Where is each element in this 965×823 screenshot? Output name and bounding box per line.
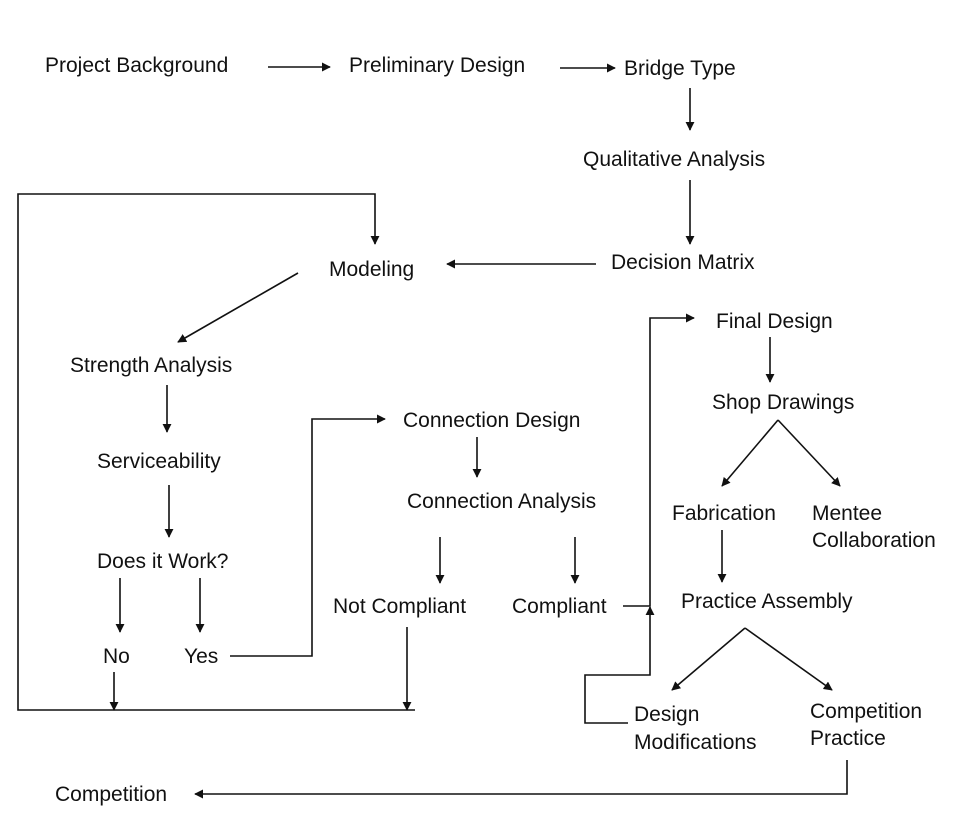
node-competition-practice-line2: Practice xyxy=(810,727,886,750)
node-does-it-work: Does it Work? xyxy=(97,550,229,573)
node-mentee-collaboration-line1: Mentee xyxy=(812,502,882,525)
node-final-design: Final Design xyxy=(716,310,833,333)
node-yes: Yes xyxy=(184,645,218,668)
arrow-shop-to-fabrication xyxy=(721,419,779,487)
node-project-background: Project Background xyxy=(45,54,228,77)
node-no: No xyxy=(103,645,130,668)
arrow-design-modifications-loop xyxy=(584,606,655,724)
node-design-modifications-line2: Modifications xyxy=(634,731,757,754)
arrow-competition-practice-to-competition xyxy=(194,760,848,799)
node-competition-practice-line1: Competition xyxy=(810,700,922,723)
arrow-shop-to-mentee xyxy=(777,419,841,487)
node-strength-analysis: Strength Analysis xyxy=(70,354,232,377)
node-shop-drawings: Shop Drawings xyxy=(712,391,854,414)
node-qualitative-analysis: Qualitative Analysis xyxy=(583,148,765,171)
node-mentee-collaboration-line2: Collaboration xyxy=(812,529,936,552)
node-decision-matrix: Decision Matrix xyxy=(611,251,755,274)
node-practice-assembly: Practice Assembly xyxy=(681,590,853,613)
arrow-compliant-to-final-design xyxy=(623,313,695,607)
node-preliminary-design: Preliminary Design xyxy=(349,54,525,77)
node-not-compliant: Not Compliant xyxy=(333,595,466,618)
node-competition: Competition xyxy=(55,783,167,806)
node-design-modifications-line1: Design xyxy=(634,703,699,726)
arrow-modeling-to-strength xyxy=(177,272,299,343)
node-modeling: Modeling xyxy=(329,258,414,281)
node-compliant: Compliant xyxy=(512,595,607,618)
loop-back-to-modeling xyxy=(17,193,415,711)
arrow-practice-to-design-modifications xyxy=(671,627,746,691)
node-bridge-type: Bridge Type xyxy=(624,57,736,80)
node-connection-design: Connection Design xyxy=(403,409,580,432)
node-fabrication: Fabrication xyxy=(672,502,776,525)
node-connection-analysis: Connection Analysis xyxy=(407,490,596,513)
node-serviceability: Serviceability xyxy=(97,450,221,473)
arrow-practice-to-competition-practice xyxy=(744,627,833,691)
arrow-yes-to-connection-design xyxy=(230,414,386,657)
